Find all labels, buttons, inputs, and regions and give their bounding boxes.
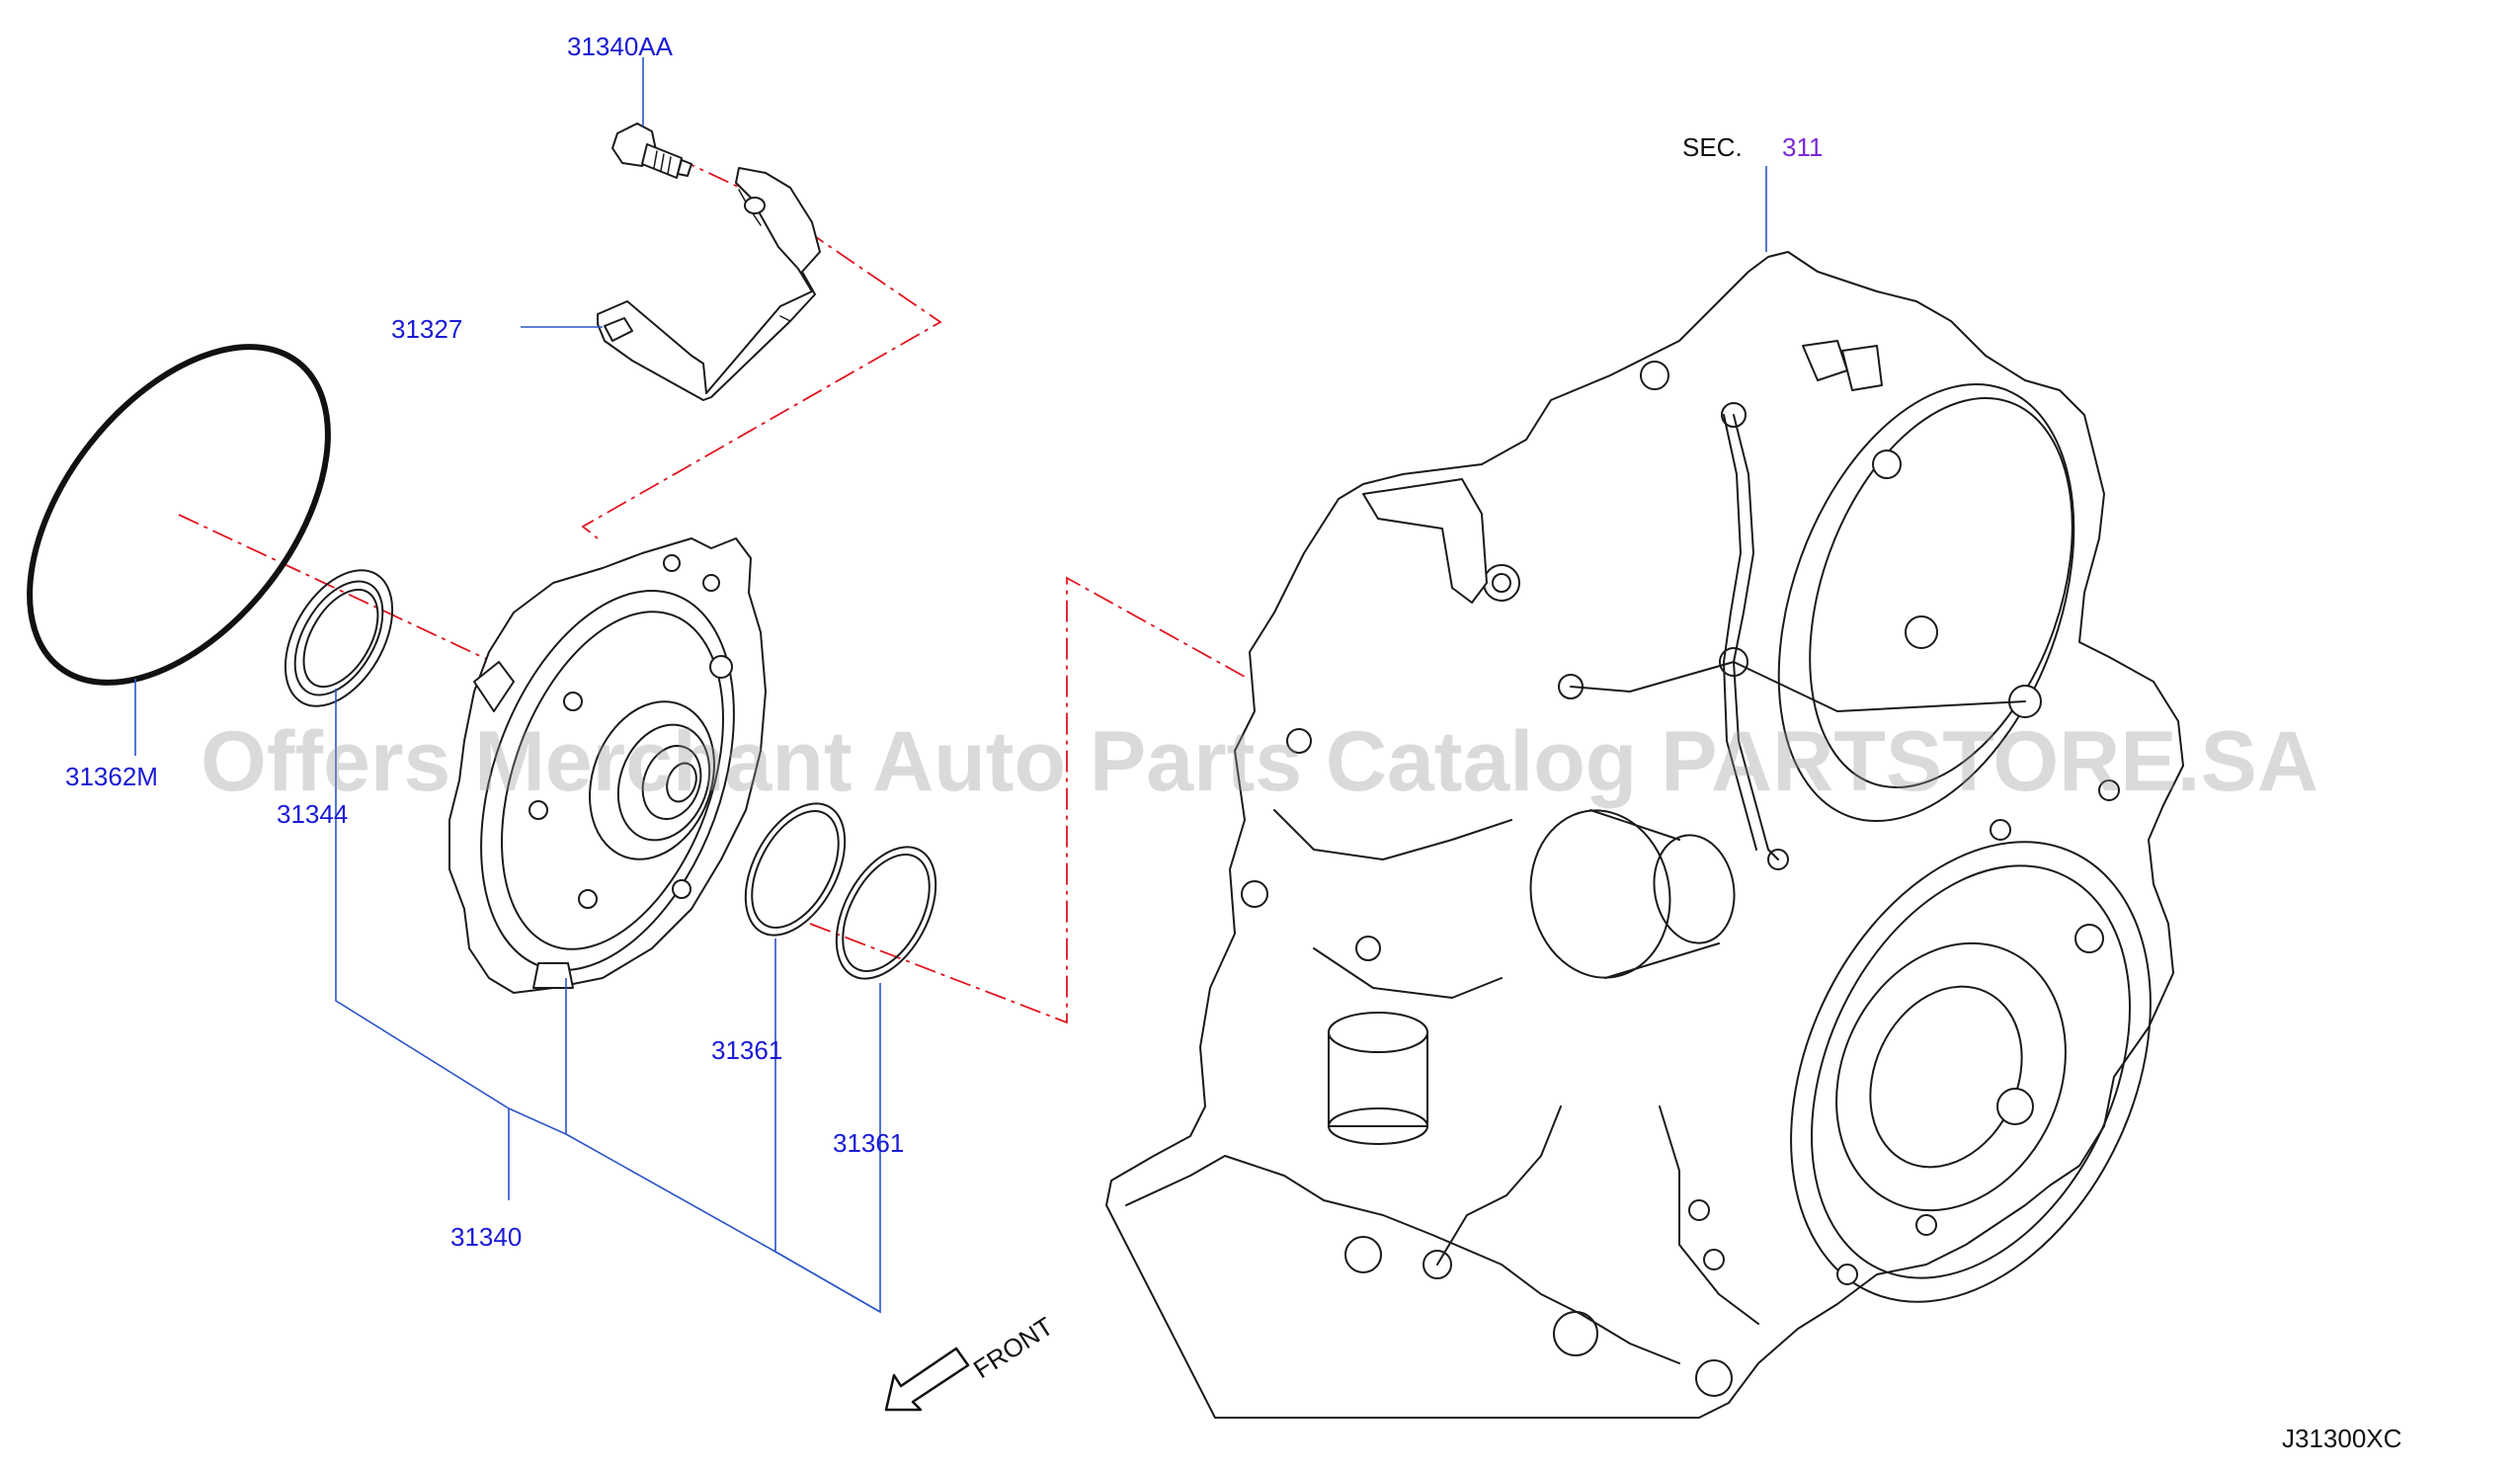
part-label-31344[interactable]: 31344 (277, 799, 348, 829)
assembly-centerlines (178, 156, 1246, 1024)
section-prefix: SEC. (1682, 132, 1743, 162)
bracket-part-icon[interactable] (597, 167, 821, 401)
part-label-31362M[interactable]: 31362M (65, 762, 158, 791)
transmission-case-illustration (1105, 251, 2184, 1419)
o-ring-part-icon-b[interactable] (816, 831, 956, 996)
oil-seal-part-icon[interactable] (264, 552, 415, 725)
o-ring-part-icon-a[interactable] (725, 787, 865, 952)
oil-pump-part-icon[interactable] (434, 537, 782, 1005)
part-label-31340[interactable]: 31340 (450, 1222, 522, 1252)
part-label-31361-a[interactable]: 31361 (711, 1035, 782, 1065)
leader-lines (134, 57, 1767, 1314)
bolt-part-icon[interactable] (611, 123, 692, 179)
part-label-31361-b[interactable]: 31361 (833, 1128, 904, 1158)
watermark-text: Offers Merchant Auto Parts Catalog PARTS… (201, 714, 2318, 809)
part-label-31340AA[interactable]: 31340AA (567, 32, 674, 61)
section-number-link[interactable]: 311 (1782, 132, 1823, 162)
front-direction-label: FRONT (968, 1311, 1059, 1384)
front-arrow-icon (884, 1347, 970, 1412)
figure-code: J31300XC (2282, 1424, 2401, 1453)
part-label-31327[interactable]: 31327 (391, 314, 462, 344)
large-o-ring-part-icon[interactable] (0, 292, 387, 738)
